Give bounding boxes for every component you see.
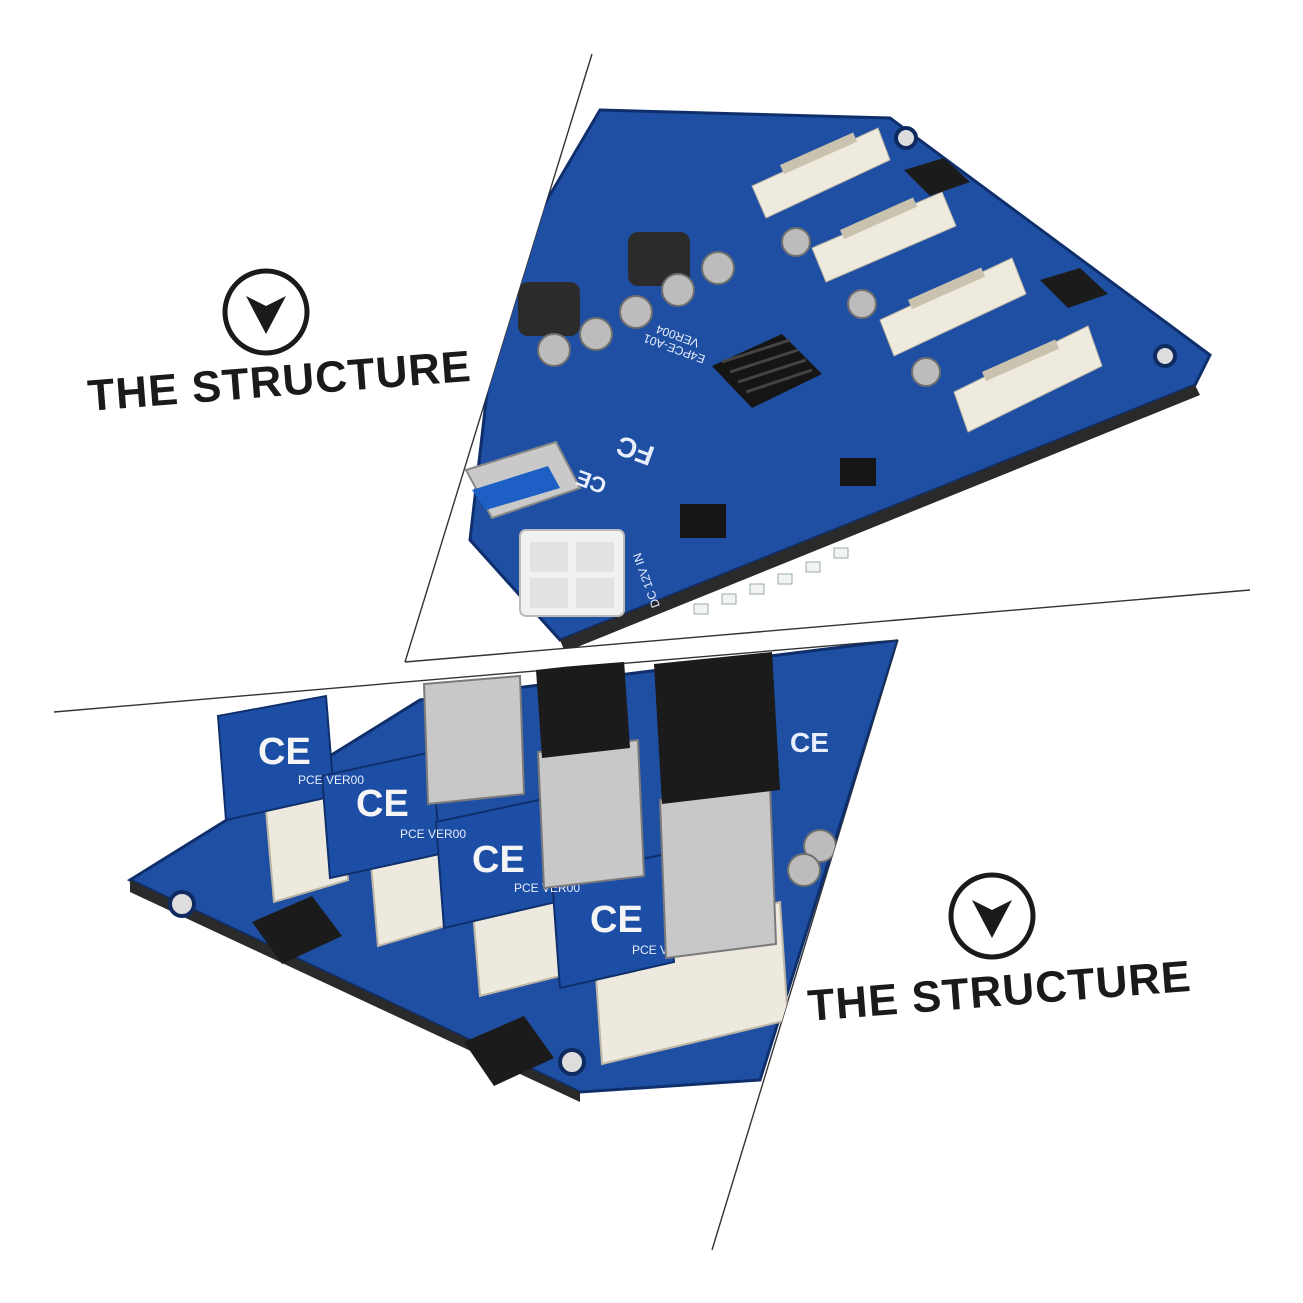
capacitor (701, 251, 735, 285)
mounting-hole (168, 890, 196, 918)
ce-mark: CE (790, 727, 829, 758)
chip (680, 504, 726, 538)
capacitor (661, 273, 695, 307)
ce-mark: CE (258, 731, 311, 773)
ce-mark: CE (472, 839, 525, 881)
pcie-slot (953, 325, 1103, 433)
capacitor (619, 295, 653, 329)
led (805, 561, 821, 573)
riser-text: PCE VER00 (298, 773, 364, 787)
power-connector (519, 529, 625, 617)
capacitor (911, 357, 941, 387)
chevron-down-circle-icon (948, 872, 1036, 960)
heatsink (712, 334, 822, 408)
pcie-slot (811, 191, 957, 283)
led (777, 573, 793, 585)
capacitor (847, 289, 877, 319)
inductor (628, 232, 690, 286)
pcie-slot (751, 127, 891, 219)
divider-bottom-diagonal (711, 639, 899, 1251)
led (693, 603, 709, 615)
led (721, 593, 737, 605)
voltage-regulator (252, 896, 342, 964)
chip (840, 458, 876, 486)
voltage-regulator (1040, 268, 1108, 308)
led (833, 547, 849, 559)
mounting-hole (558, 1048, 586, 1076)
riser-text: PCE VER00 (400, 827, 466, 841)
usb-connector (536, 738, 646, 890)
usb-connector (422, 674, 526, 806)
ce-mark: CE (590, 899, 643, 941)
led (749, 583, 765, 595)
mounting-hole (894, 126, 918, 150)
usb-connector (658, 784, 778, 960)
divider-top-horizontal (404, 589, 1251, 663)
voltage-regulator (904, 158, 970, 196)
voltage-regulator (464, 1016, 554, 1086)
capacitor (537, 333, 571, 367)
capacitor (781, 227, 811, 257)
divider-bottom-horizontal (53, 639, 899, 713)
usb-cable (654, 652, 780, 804)
inductor (518, 282, 580, 336)
mounting-hole (1153, 344, 1177, 368)
pcie-slot (879, 257, 1027, 357)
usb-cable (536, 660, 630, 758)
capacitor (787, 853, 821, 887)
usb-port (464, 440, 582, 520)
ce-mark: CE (356, 783, 409, 825)
chevron-down-circle-icon (222, 268, 310, 356)
capacitor (579, 317, 613, 351)
